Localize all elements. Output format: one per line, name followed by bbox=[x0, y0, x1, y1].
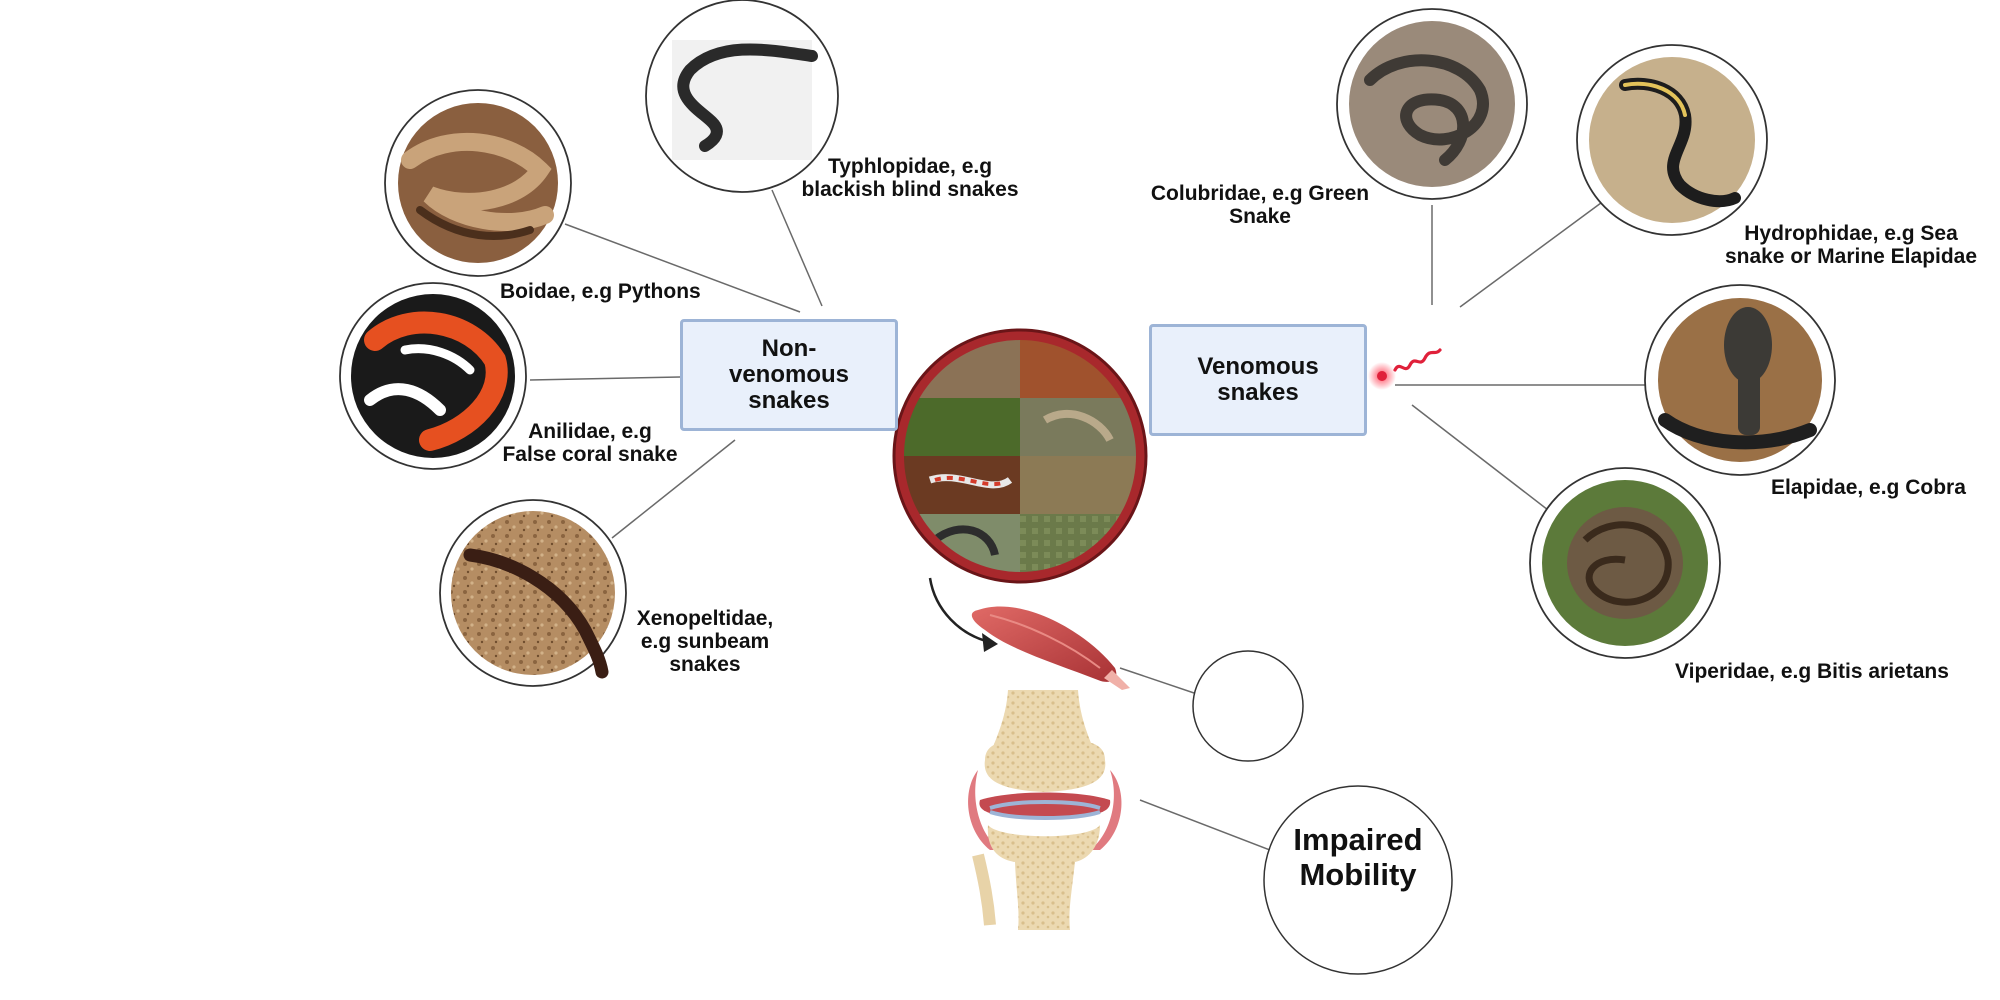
boidae-label: Boidae, e.g Pythons bbox=[500, 280, 701, 303]
snake-collage-image bbox=[892, 328, 1148, 584]
connector-boidae bbox=[564, 223, 801, 313]
colubridae-image bbox=[1336, 8, 1528, 200]
venomous-title: Venomous snakes bbox=[1197, 353, 1319, 406]
connector-typhlopidae bbox=[771, 189, 823, 307]
xenopeltidae-label: Xenopeltidae, e.g sunbeam snakes bbox=[636, 607, 774, 676]
connector-anilidae bbox=[529, 376, 681, 381]
connector-xenopeltidae bbox=[611, 439, 736, 539]
elapidae-image bbox=[1644, 284, 1836, 476]
connector-hydrophidae bbox=[1459, 199, 1606, 308]
connector-joint bbox=[1139, 799, 1276, 853]
empty-circle bbox=[1192, 650, 1304, 762]
impaired-mobility-label: Impaired Mobility bbox=[1293, 822, 1423, 892]
viperidae-label: Viperidae, e.g Bitis arietans bbox=[1675, 660, 1949, 683]
anilidae-image bbox=[339, 282, 527, 470]
viperidae-image bbox=[1529, 467, 1721, 659]
hydrophidae-image bbox=[1576, 44, 1768, 236]
venom-drop-icon bbox=[1368, 348, 1442, 390]
hydrophidae-label: Hydrophidae, e.g Sea snake or Marine Ela… bbox=[1724, 222, 1978, 268]
non-venomous-title: Non-venomous snakes bbox=[728, 335, 850, 414]
knee-joint-icon bbox=[968, 690, 1122, 930]
xenopeltidae-image bbox=[439, 499, 627, 687]
anilidae-label: Anilidae, e.g False coral snake bbox=[502, 420, 678, 466]
arrow-icon bbox=[928, 577, 991, 644]
impaired-mobility-circle bbox=[1263, 785, 1453, 975]
typhlopidae-image bbox=[645, 0, 839, 193]
connector-muscle bbox=[1119, 667, 1198, 695]
typhlopidae-label: Typhlopidae, e.g blackish blind snakes bbox=[801, 155, 1019, 201]
elapidae-label: Elapidae, e.g Cobra bbox=[1771, 476, 1966, 499]
arrow-head-icon bbox=[982, 633, 998, 652]
venomous-box: Venomous snakes bbox=[1149, 324, 1367, 436]
connector-lines bbox=[529, 189, 1648, 853]
connector-viperidae bbox=[1411, 404, 1549, 511]
boidae-image bbox=[384, 89, 572, 277]
colubridae-label: Colubridae, e.g Green Snake bbox=[1150, 182, 1370, 228]
non-venomous-box: Non-venomous snakes bbox=[680, 319, 898, 431]
muscle-icon bbox=[971, 606, 1130, 690]
